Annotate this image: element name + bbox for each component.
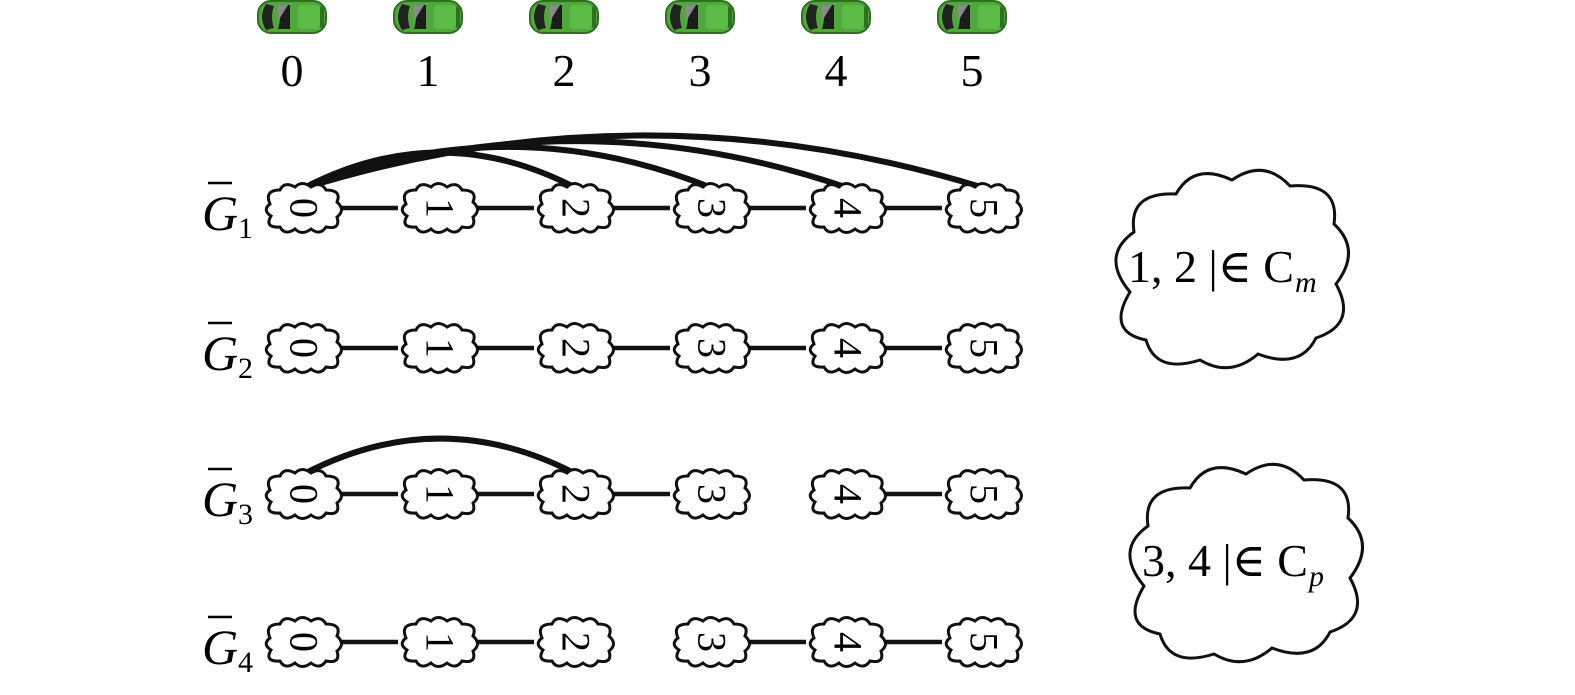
car-number: 3 — [689, 45, 712, 96]
node-1: 1 — [400, 322, 479, 374]
node-5: 5 — [944, 616, 1023, 668]
node-5: 5 — [944, 468, 1023, 520]
car-number: 1 — [417, 45, 440, 96]
node-2: 2 — [536, 182, 615, 234]
car-icon — [257, 0, 327, 34]
graph-letter: G — [202, 325, 238, 381]
node-0: 0 — [264, 322, 343, 374]
node-label: 3 — [690, 484, 735, 504]
car-number: 0 — [281, 45, 304, 96]
node-1: 1 — [400, 468, 479, 520]
node-4: 4 — [808, 322, 887, 374]
car-icon — [801, 0, 871, 34]
node-label: 1 — [418, 632, 463, 652]
node-4: 4 — [808, 468, 887, 520]
car-icon — [937, 0, 1007, 34]
arc-0-2 — [302, 435, 578, 477]
node-3: 3 — [672, 468, 751, 520]
node-label: 1 — [418, 484, 463, 504]
node-label: 2 — [554, 484, 599, 504]
graph-letter: G — [202, 185, 238, 241]
node-label: 2 — [554, 632, 599, 652]
node-label: 0 — [282, 632, 327, 652]
node-4: 4 — [808, 182, 887, 234]
graph-subscript: 2 — [238, 352, 253, 385]
node-label: 1 — [418, 198, 463, 218]
cloud-expression: 3, 4 |∈ C — [1142, 535, 1308, 586]
car-2: 2 — [529, 0, 599, 96]
node-0: 0 — [264, 182, 343, 234]
node-2: 2 — [536, 616, 615, 668]
car-number: 4 — [825, 45, 848, 96]
node-5: 5 — [944, 182, 1023, 234]
node-5: 5 — [944, 322, 1023, 374]
node-3: 3 — [672, 322, 751, 374]
car-3: 3 — [665, 0, 735, 96]
node-label: 1 — [418, 338, 463, 358]
cloud-subscript: m — [1295, 266, 1317, 299]
node-label: 3 — [690, 338, 735, 358]
car-number: 2 — [553, 45, 576, 96]
node-label: 5 — [962, 338, 1007, 358]
node-label: 4 — [826, 338, 871, 358]
node-4: 4 — [808, 616, 887, 668]
node-label: 5 — [962, 484, 1007, 504]
cloud-expression: 1, 2 |∈ C — [1128, 241, 1294, 292]
node-label: 4 — [826, 198, 871, 218]
node-1: 1 — [400, 616, 479, 668]
node-label: 2 — [554, 198, 599, 218]
node-label: 5 — [962, 198, 1007, 218]
car-icon — [393, 0, 463, 34]
cloud-subscript: p — [1307, 560, 1324, 593]
car-5: 5 — [937, 0, 1007, 96]
node-3: 3 — [672, 616, 751, 668]
vehicle-row: 0 1 2 3 4 5 — [257, 0, 1007, 96]
car-1: 1 — [393, 0, 463, 96]
node-label: 5 — [962, 632, 1007, 652]
graph-letter: G — [202, 471, 238, 527]
car-icon — [529, 0, 599, 34]
node-0: 0 — [264, 468, 343, 520]
node-label: 2 — [554, 338, 599, 358]
car-4: 4 — [801, 0, 871, 96]
car-0: 0 — [257, 0, 327, 96]
node-1: 1 — [400, 182, 479, 234]
node-label: 3 — [690, 198, 735, 218]
graph-letter: G — [202, 619, 238, 675]
node-3: 3 — [672, 182, 751, 234]
node-label: 0 — [282, 484, 327, 504]
graph-subscript: 3 — [238, 498, 253, 531]
node-label: 0 — [282, 338, 327, 358]
node-2: 2 — [536, 468, 615, 520]
car-icon — [665, 0, 735, 34]
node-0: 0 — [264, 616, 343, 668]
graph-subscript: 4 — [238, 646, 253, 679]
node-label: 4 — [826, 484, 871, 504]
arc-0-5 — [303, 132, 985, 191]
node-label: 3 — [690, 632, 735, 652]
node-label: 4 — [826, 632, 871, 652]
node-label: 0 — [282, 198, 327, 218]
node-2: 2 — [536, 322, 615, 374]
car-number: 5 — [961, 45, 984, 96]
graph-subscript: 1 — [238, 212, 253, 245]
